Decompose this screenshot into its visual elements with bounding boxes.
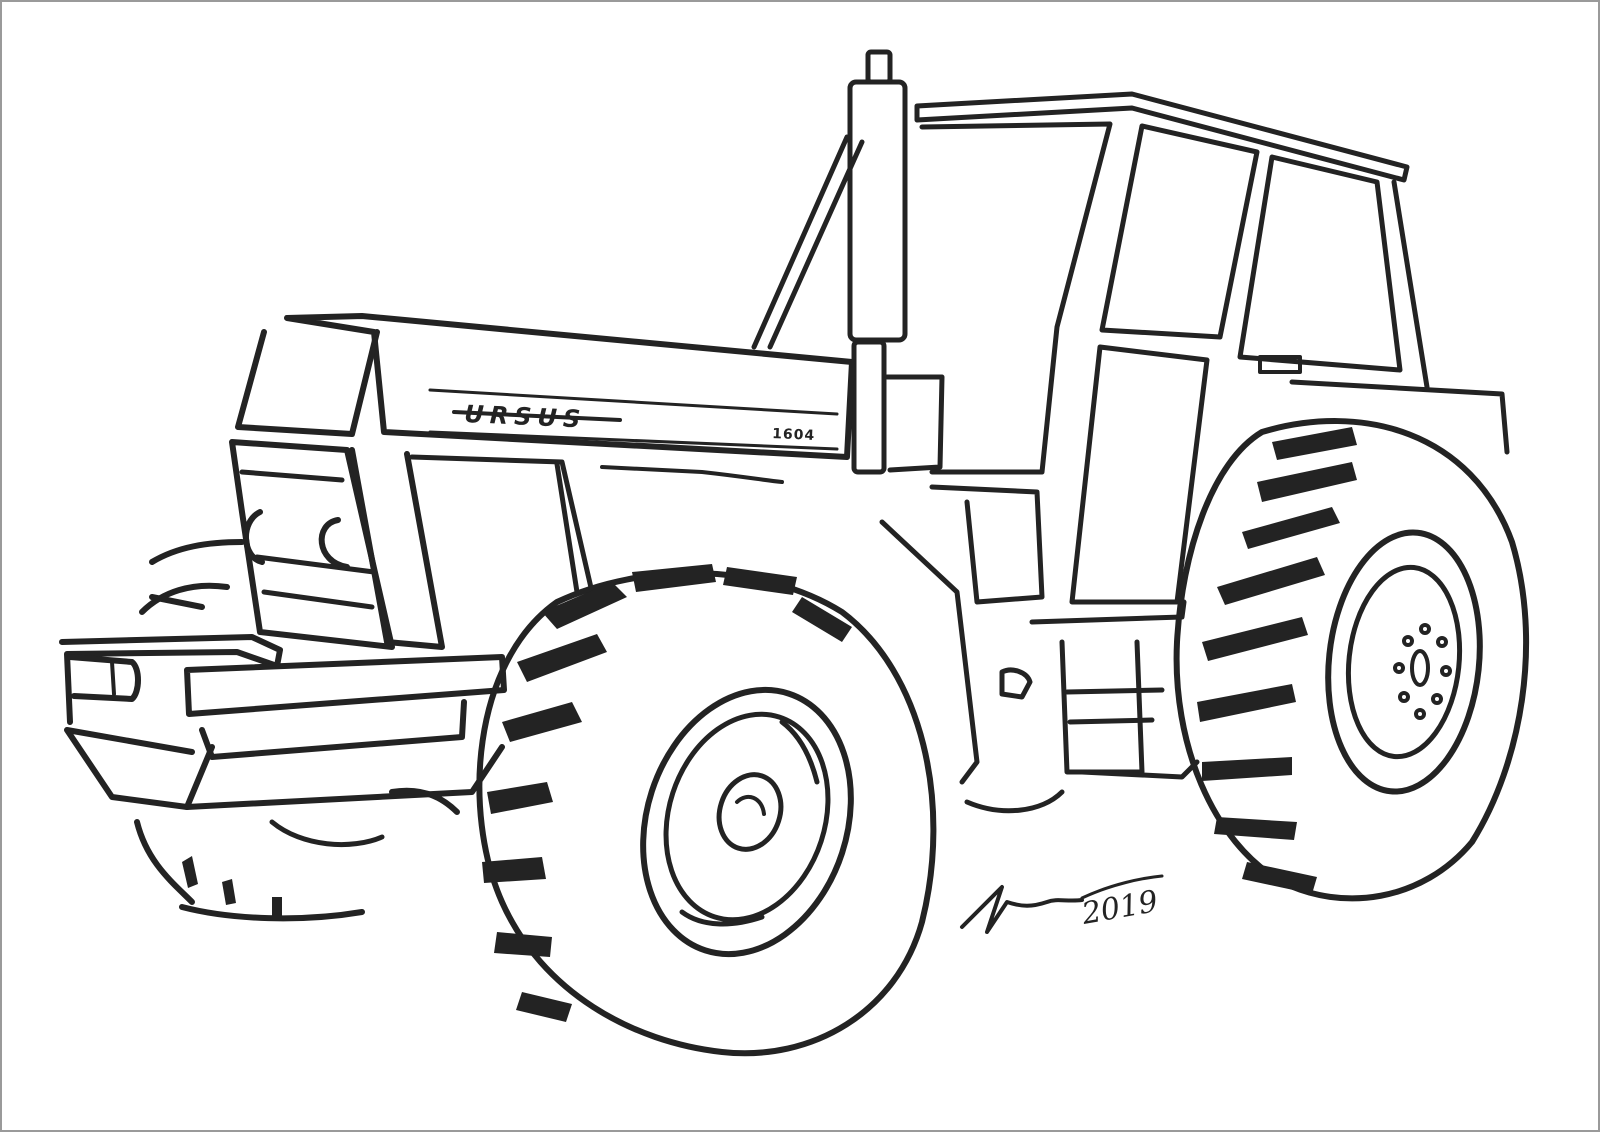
hood: URSUS 1604 (235, 313, 855, 460)
chassis (879, 519, 1200, 814)
signature-year: 2019 (1078, 884, 1160, 932)
exhaust-pipe (847, 49, 945, 475)
front-rim (640, 686, 854, 958)
rear-wheel (1173, 418, 1530, 902)
model-label: 1604 (772, 426, 816, 444)
rear-bolt-holes (1393, 623, 1452, 720)
front-hub (716, 772, 784, 852)
cab (751, 91, 1510, 625)
grille (229, 439, 784, 650)
artist-signature: 2019 (960, 874, 1164, 934)
rear-hub (1410, 649, 1430, 687)
front-right-wheel (476, 564, 937, 1057)
headlight-left-icon (243, 509, 265, 565)
rear-rim (1325, 529, 1483, 795)
headlight-right-icon (318, 517, 350, 570)
front-weight (59, 634, 507, 810)
front-left-wheel (134, 539, 460, 922)
